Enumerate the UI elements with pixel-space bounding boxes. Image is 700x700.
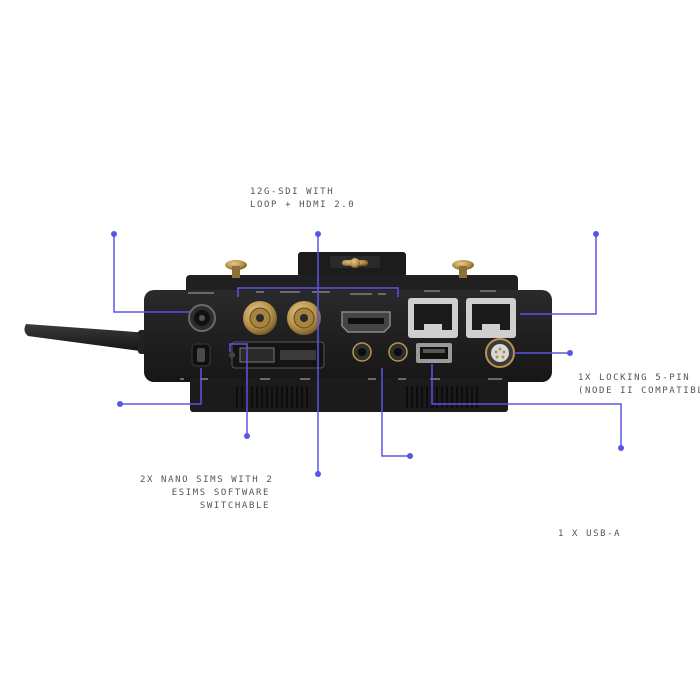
mount-screw-icon — [342, 258, 368, 268]
label-sdi-hdmi: 12G-SDI WITH LOOP + HDMI 2.0 — [250, 186, 355, 212]
callout-line-usb — [431, 364, 622, 448]
hdmi-port-icon — [341, 311, 391, 333]
callout-line-sims — [229, 343, 248, 436]
callout-line-ethernet — [520, 234, 597, 315]
label-sdi-hdmi-line-2: LOOP + HDMI 2.0 — [250, 200, 356, 210]
label-sims-line-2: ESIMS SOFTWARE — [171, 488, 270, 498]
label-usb-a: 1 X USB-A — [558, 529, 622, 539]
audio-jack-icon — [388, 342, 408, 362]
thumb-screw-icon — [225, 260, 247, 278]
label-locking-line-1: 1X LOCKING 5-PIN — [578, 373, 691, 383]
label-locking-5-pin-text: 1X LOCKING 5-PIN (NODE II COMPATIBLE) — [578, 372, 700, 398]
sim-tray-icon — [229, 341, 325, 369]
callout-line-lemo — [113, 234, 190, 313]
audio-jack-icon — [352, 342, 372, 362]
5-pin-connector-icon — [485, 338, 515, 368]
label-sims-line-1: 2X NANO SIMS WITH 2 — [140, 475, 274, 485]
label-sdi-hdmi-line-1: 12G-SDI WITH — [250, 187, 335, 197]
sdi-connector-icon — [287, 301, 321, 335]
callout-line-power — [120, 368, 202, 405]
sdi-connector-icon — [243, 301, 277, 335]
label-sims-line-3: SWITCHABLE — [199, 501, 270, 511]
label-sims: 2X NANO SIMS WITH 2 ESIMS SOFTWARE SWITC… — [140, 474, 274, 513]
lemo-connector-icon — [188, 304, 216, 332]
thumb-screw-icon — [452, 260, 474, 278]
label-locking-line-2: (NODE II COMPATIBLE) — [578, 386, 700, 396]
vent-grille — [236, 386, 478, 408]
power-switch-icon — [191, 343, 211, 367]
ethernet-port-icon — [408, 298, 458, 338]
callout-line-audio — [381, 368, 410, 457]
usb-a-port-icon — [416, 343, 452, 363]
ethernet-port-icon — [466, 298, 516, 338]
